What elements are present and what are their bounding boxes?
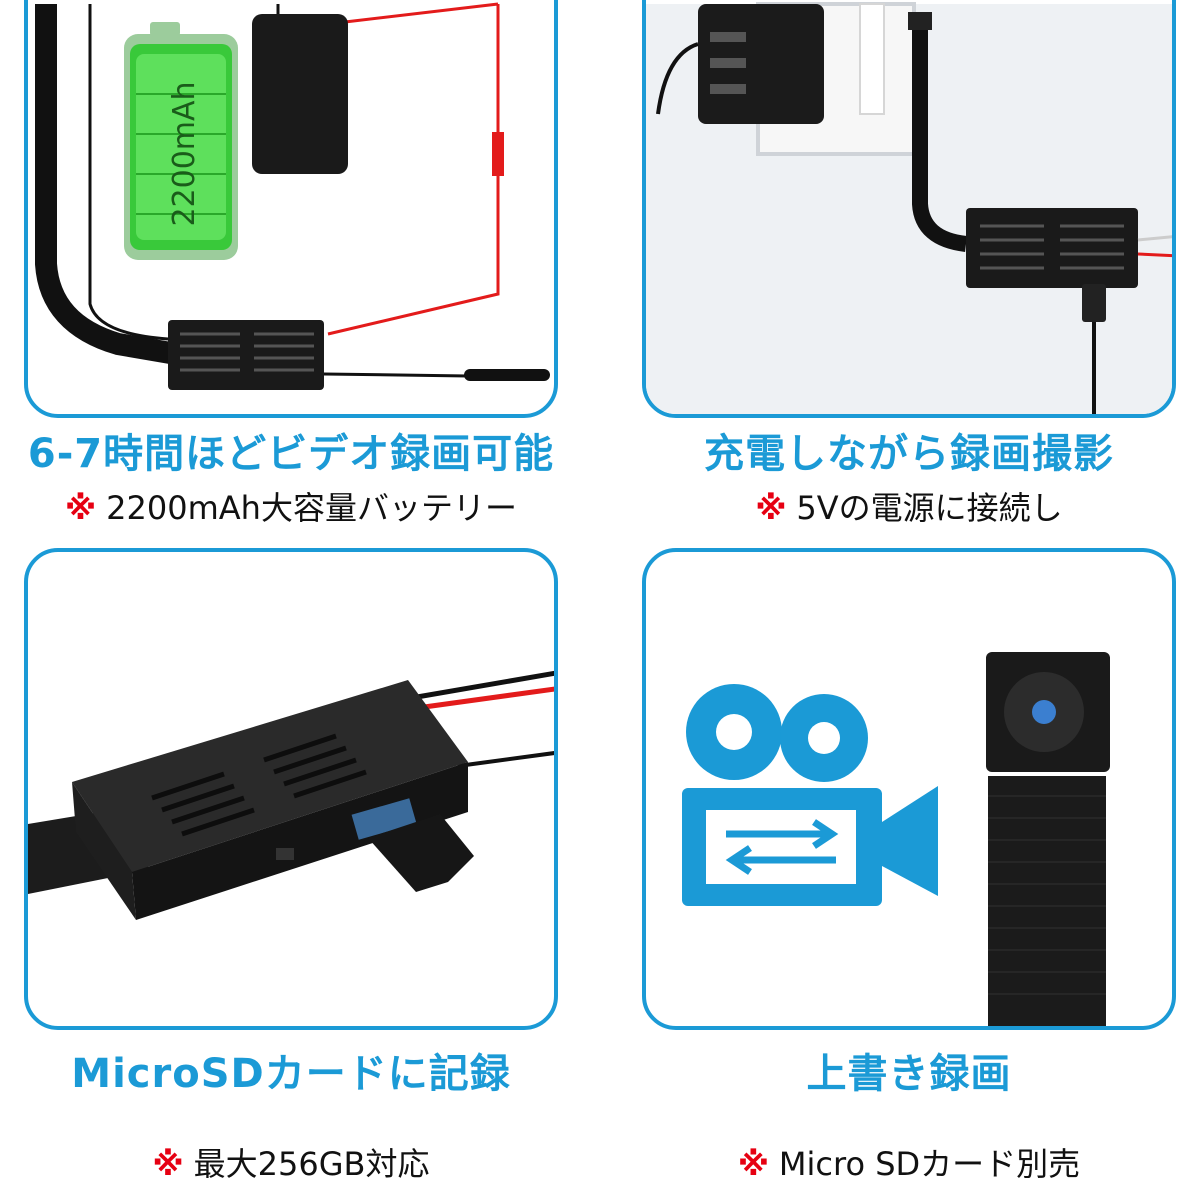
- loop-recording-panel: [642, 548, 1176, 1030]
- battery-panel: 2200mAh: [24, 0, 558, 418]
- usb-plug: [1082, 284, 1106, 322]
- battery-note: ※2200mAh大容量バッテリー: [0, 488, 591, 528]
- battery-box: [252, 14, 348, 174]
- usb-charger-icon: [698, 4, 824, 124]
- charging-note: ※5Vの電源に接続し: [609, 488, 1200, 528]
- microsd-panel: [24, 548, 558, 1030]
- note-mark: ※: [737, 1145, 769, 1183]
- microsd-note: ※最大256GB対応: [0, 1144, 591, 1184]
- battery-icon: 2200mAh: [124, 22, 238, 260]
- microsd-card-icon: [368, 814, 474, 892]
- battery-note-text: 2200mAh大容量バッテリー: [106, 489, 517, 527]
- usb-cable-end: [464, 369, 550, 381]
- microsd-illustration: [28, 670, 554, 920]
- loop-recording-title: 上書き録画: [806, 1051, 1012, 1097]
- red-wire: [327, 2, 500, 336]
- charging-note-text: 5Vの電源に接続し: [796, 489, 1063, 527]
- loop-recording-note-text: Micro SDカード別売: [778, 1145, 1081, 1183]
- charging-illustration: [646, 2, 1172, 414]
- note-mark: ※: [755, 489, 787, 527]
- dvr-module: [168, 320, 324, 390]
- note-mark: ※: [65, 489, 97, 527]
- wire-connector: [492, 132, 504, 176]
- note-mark: ※: [152, 1145, 184, 1183]
- dvr-module: [72, 680, 468, 920]
- loop-recording-illustration: [682, 652, 1110, 1026]
- camera-head: [908, 12, 932, 30]
- ribbon-cable: [35, 4, 190, 367]
- pinhole-camera-icon: [986, 652, 1110, 1026]
- charging-panel: [642, 0, 1176, 418]
- battery-illustration: 2200mAh: [35, 2, 550, 390]
- battery-capacity-label: 2200mAh: [167, 81, 202, 226]
- video-camera-loop-icon: [682, 684, 938, 906]
- battery-title: 6-7時間ほどビデオ録画可能: [27, 431, 555, 477]
- dvr-module: [966, 208, 1138, 288]
- microsd-note-text: 最大256GB対応: [193, 1145, 430, 1183]
- microsd-title: MicroSDカードに記録: [71, 1051, 511, 1097]
- power-switch: [276, 848, 294, 860]
- charging-title: 充電しながら録画撮影: [704, 431, 1114, 477]
- loop-recording-note: ※Micro SDカード別売: [609, 1144, 1200, 1184]
